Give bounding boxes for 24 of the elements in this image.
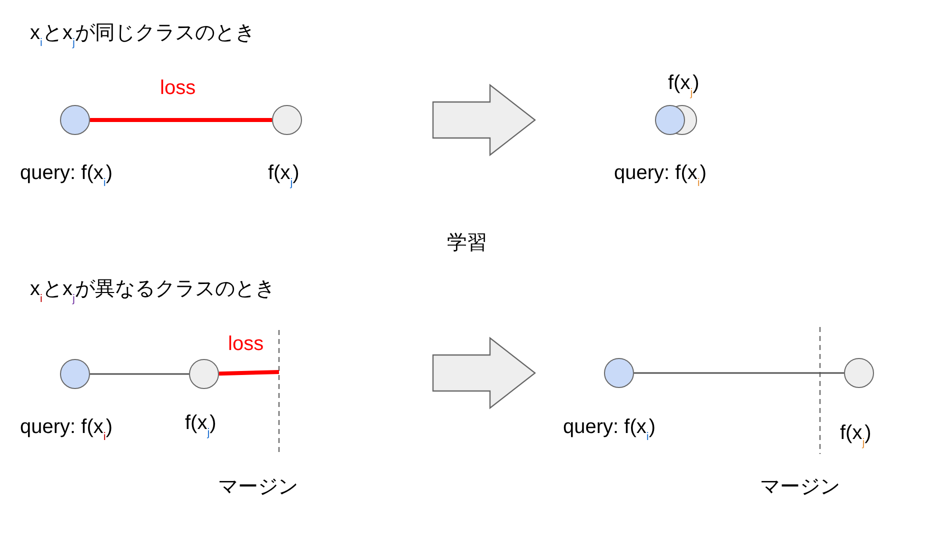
margin-label: マージン bbox=[760, 475, 840, 500]
step-label: 学習 bbox=[447, 231, 487, 256]
connector-line bbox=[90, 373, 189, 375]
point-label: query: f(x$_{i}$) bbox=[20, 161, 112, 186]
point-label: f(x$_{j}$) bbox=[840, 421, 872, 446]
embedding-point bbox=[655, 105, 685, 135]
point-label: query: f(x$_{i}$) bbox=[20, 415, 112, 440]
embedding-point bbox=[272, 105, 302, 135]
embedding-point bbox=[844, 358, 874, 388]
embedding-point bbox=[60, 359, 90, 389]
point-label: f(x$_{j}$) bbox=[668, 71, 700, 96]
embedding-point bbox=[604, 358, 634, 388]
connector-line bbox=[218, 370, 280, 376]
point-label: query: f(x$_{i}$) bbox=[563, 415, 656, 440]
section-title: x$_{i}$とx$_{j}$が同じクラスのとき bbox=[30, 21, 255, 46]
embedding-point bbox=[189, 359, 219, 389]
point-label: f(x$_{j}$) bbox=[185, 411, 216, 436]
connector-line bbox=[90, 118, 272, 122]
embedding-point bbox=[60, 105, 90, 135]
section-title: x$_{i}$とx$_{j}$が異なるクラスのとき bbox=[30, 277, 275, 302]
margin-label: マージン bbox=[218, 475, 298, 500]
point-label: query: f(x$_{i}$) bbox=[614, 161, 706, 186]
connector-line bbox=[634, 372, 844, 374]
point-label: f(x$_{j}$) bbox=[268, 161, 300, 186]
